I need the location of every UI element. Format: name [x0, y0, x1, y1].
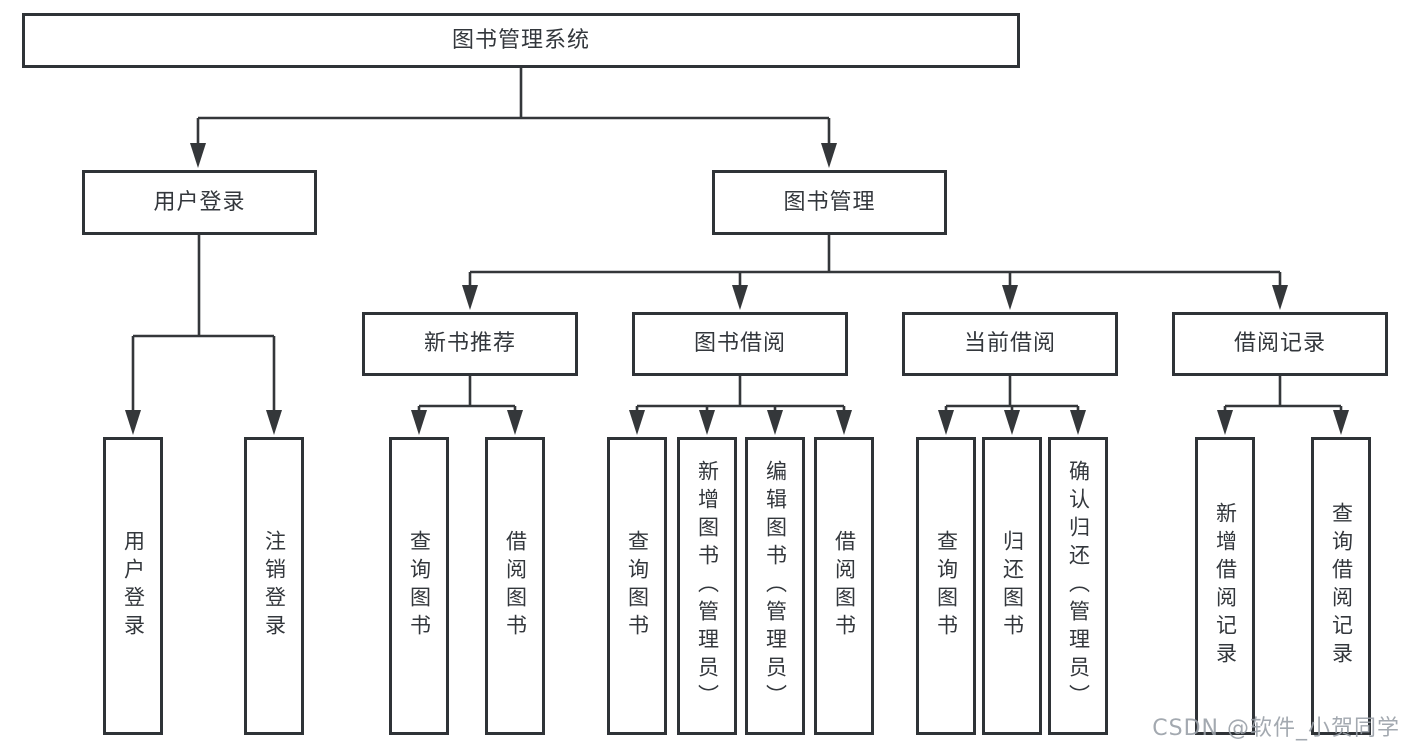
node-label: 编辑图书（管理员） — [763, 460, 788, 712]
node-book-management: 图书管理 — [712, 170, 947, 235]
connector-paths — [131, 68, 1343, 418]
node-label: 查询图书 — [625, 530, 650, 642]
node-borrow-records: 借阅记录 — [1172, 312, 1388, 376]
leaf-query-books-recommend: 查询图书 — [389, 437, 449, 735]
leaf-add-books-admin: 新增图书（管理员） — [677, 437, 737, 735]
node-label: 图书管理 — [783, 189, 876, 215]
leaf-borrow-books: 借阅图书 — [814, 437, 874, 735]
node-label: 当前借阅 — [963, 331, 1056, 356]
node-user-login: 用户登录 — [82, 170, 317, 235]
node-label: 确认归还（管理员） — [1066, 460, 1091, 712]
node-label: 新书推荐 — [423, 331, 516, 356]
node-label: 借阅记录 — [1233, 331, 1326, 356]
node-root-system: 图书管理系统 — [22, 13, 1020, 68]
node-label: 新增借阅记录 — [1213, 502, 1238, 670]
leaf-return-books: 归还图书 — [982, 437, 1042, 735]
node-label: 图书借阅 — [693, 331, 786, 356]
node-label: 新增图书（管理员） — [695, 460, 720, 712]
leaf-user-login: 用户登录 — [103, 437, 163, 735]
leaf-borrow-books-recommend: 借阅图书 — [485, 437, 545, 735]
leaf-edit-books-admin: 编辑图书（管理员） — [745, 437, 805, 735]
node-label: 用户登录 — [153, 189, 246, 215]
node-label: 注销登录 — [262, 530, 287, 642]
leaf-confirm-return-admin: 确认归还（管理员） — [1048, 437, 1108, 735]
node-label: 查询图书 — [407, 530, 432, 642]
leaf-add-borrow-record: 新增借阅记录 — [1195, 437, 1255, 735]
node-label: 借阅图书 — [832, 530, 857, 642]
leaf-query-books-borrow: 查询图书 — [607, 437, 667, 735]
node-label: 用户登录 — [121, 530, 146, 642]
node-new-book-recommend: 新书推荐 — [362, 312, 578, 376]
arrowheads — [125, 143, 1349, 435]
leaf-query-books-current: 查询图书 — [916, 437, 976, 735]
leaf-query-borrow-record: 查询借阅记录 — [1311, 437, 1371, 735]
node-label: 借阅图书 — [503, 530, 528, 642]
node-book-borrow: 图书借阅 — [632, 312, 848, 376]
csdn-watermark: CSDN @软件_小贺同学 — [1152, 716, 1400, 741]
node-current-borrow: 当前借阅 — [902, 312, 1118, 376]
node-label: 图书管理系统 — [451, 27, 590, 53]
node-label: 查询图书 — [934, 530, 959, 642]
leaf-logout: 注销登录 — [244, 437, 304, 735]
node-label: 查询借阅记录 — [1329, 502, 1354, 670]
node-label: 归还图书 — [1000, 530, 1025, 642]
